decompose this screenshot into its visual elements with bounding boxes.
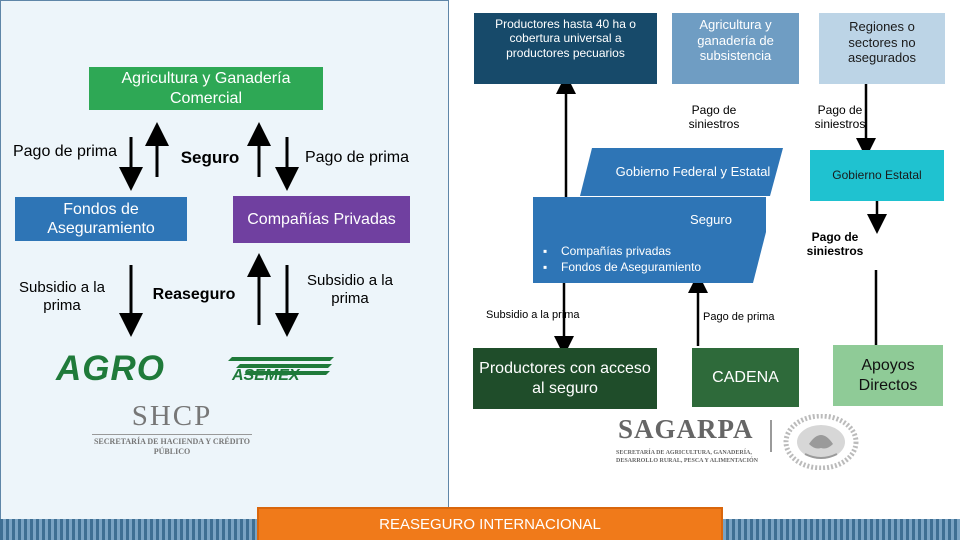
seguro-shape-graphic [533,197,766,283]
sagarpa-text: SAGARPA [618,414,754,444]
subsidio-label-1: Subsidio a la prima [19,279,105,314]
pago-prima-label-1: Pago de prima [12,143,118,160]
gobierno-federal-label: Gobierno Federal y Estatal [615,164,771,180]
pago-prima-label-2: Pago de prima [304,149,410,166]
agroasemex-logo-graphic [228,357,334,375]
seguro-right-label: Seguro [690,212,732,227]
agroasemex-logo: AGRO ASEMEX [54,349,337,388]
seguro-shape: Seguro ▪Compañías privadas ▪Fondos de As… [533,197,766,283]
agro-text: AGRO [56,349,165,388]
cadena-box: CADENA [692,348,799,407]
bullet-item-0: ▪Compañías privadas [543,244,672,258]
sagarpa-divider [770,420,772,452]
bullet-item-1: ▪Fondos de Aseguramiento [543,260,702,275]
reaseguro-internacional-bar: REASEGURO INTERNACIONAL [257,507,723,540]
national-seal-graphic [783,413,859,471]
companias-privadas-box: Compañías Privadas [233,196,410,243]
productores-acceso-box: Productores con acceso al seguro [473,348,657,409]
gobierno-federal-shape: Gobierno Federal y Estatal [580,148,783,196]
productores-40ha-box: Productores hasta 40 ha o cobertura univ… [474,13,657,84]
shcp-text: SHCP [131,400,213,432]
seguro-bullets: ▪Compañías privadas ▪Fondos de Asegurami… [543,243,758,275]
asemex-text: ASEMEX [232,367,300,384]
reaseguro-label: Reaseguro [152,286,236,303]
regiones-no-asegurados-box: Regiones o sectores no asegurados [819,13,945,84]
seguro-label: Seguro [180,148,240,167]
shcp-logo: SHCP SECRETARÍA DE HACIENDA Y CRÉDITO PÚ… [86,400,258,462]
pago-siniestros-label-1: Pago de siniestros [688,103,740,132]
apoyos-directos-box: Apoyos Directos [833,345,943,406]
sagarpa-subtitle: SECRETARÍA DE AGRICULTURA, GANADERÍA, DE… [616,450,758,464]
shcp-subtitle: SECRETARÍA DE HACIENDA Y CRÉDITO PÚBLICO [93,437,251,457]
subsidio-label-2: Subsidio a la prima [307,272,393,307]
pago-siniestros-label-2: Pago de siniestros [814,103,866,132]
sagarpa-logo: SAGARPA SECRETARÍA DE AGRICULTURA, GANAD… [612,414,778,476]
gobierno-estatal-box: Gobierno Estatal [810,150,944,201]
gobierno-federal-shape-graphic [580,148,783,196]
national-seal-icon [783,413,859,471]
agri-comercial-box: Agricultura y Ganadería Comercial [89,67,323,110]
shcp-divider [92,434,252,435]
pago-siniestros-label-3: Pago de siniestros [806,230,864,259]
fondos-aseguramiento-box: Fondos de Aseguramiento [15,197,187,241]
subsistencia-box: Agricultura y ganadería de subsistencia [672,13,799,84]
subsidio-right-label: Subsidio a la prima [486,309,580,321]
pago-prima-right-label: Pago de prima [703,311,775,323]
